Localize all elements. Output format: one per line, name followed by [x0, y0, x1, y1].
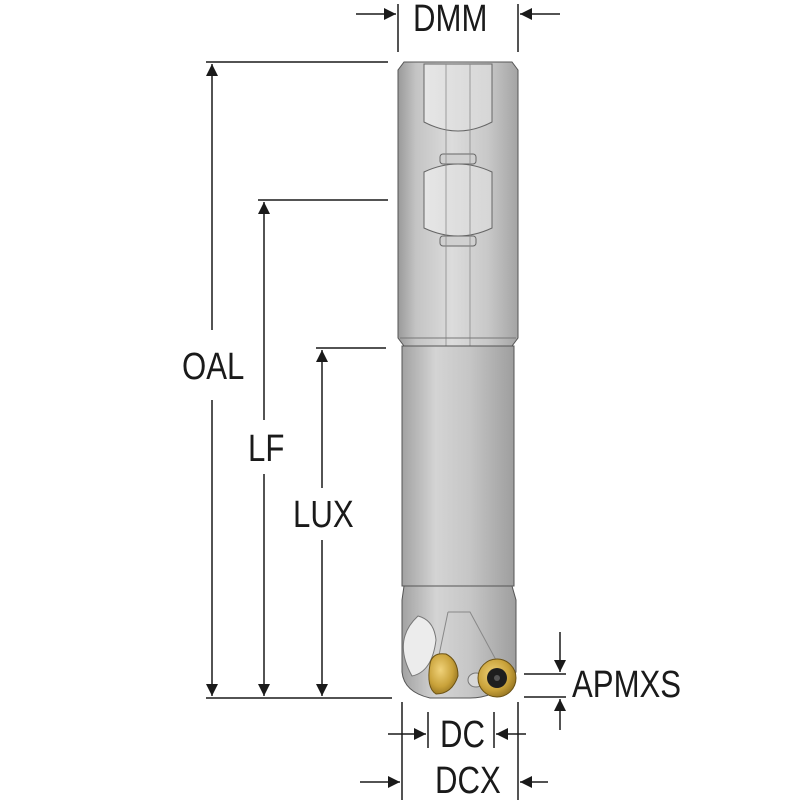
label-lux: LUX — [293, 494, 354, 536]
left-insert — [428, 653, 459, 695]
label-dcx: DCX — [435, 760, 501, 802]
label-dmm: DMM — [413, 0, 488, 40]
label-apmxs: APMXS — [572, 664, 682, 706]
dimension-lines — [206, 4, 566, 800]
tool-head — [401, 585, 517, 699]
tool-neck — [401, 345, 515, 587]
tool-shank — [397, 61, 519, 690]
label-dc: DC — [440, 714, 486, 756]
label-oal: OAL — [182, 346, 245, 388]
label-lf: LF — [248, 428, 285, 470]
right-insert — [477, 658, 517, 698]
